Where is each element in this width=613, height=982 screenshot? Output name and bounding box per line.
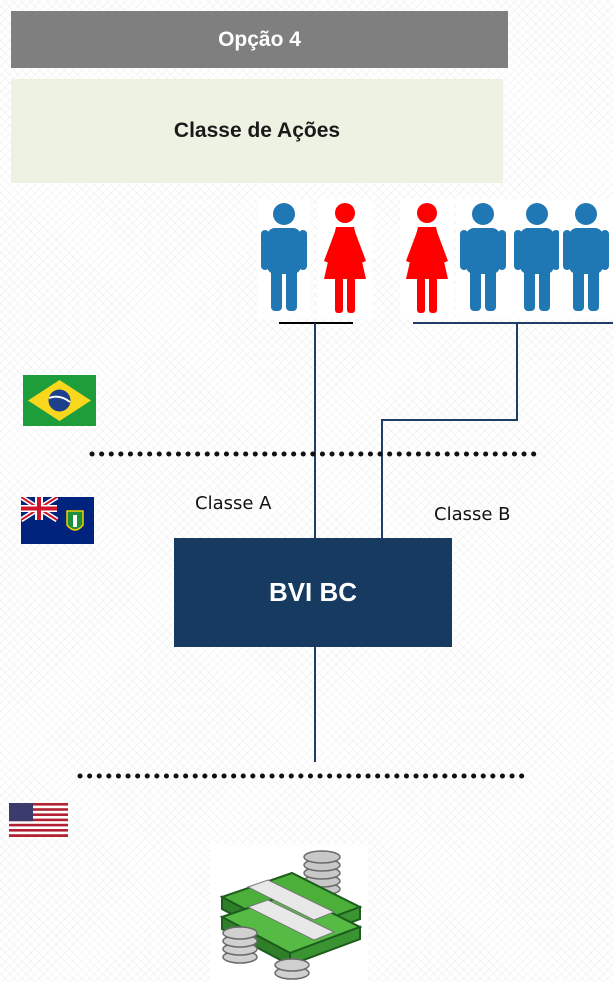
male-person-icon	[261, 203, 307, 311]
option-title: Opção 4	[218, 27, 301, 51]
share-class-panel: Classe de Ações	[11, 79, 503, 183]
class-a-label: Classe A	[195, 493, 272, 514]
class-b-connector	[381, 323, 518, 538]
shareholder-male-2	[456, 199, 510, 319]
class-b-label: Classe B	[434, 504, 511, 525]
male-person-icon	[563, 203, 609, 311]
shareholder-female-1	[318, 199, 372, 319]
male-person-icon	[514, 203, 560, 311]
bvi-company-label: BVI BC	[268, 577, 358, 607]
shareholder-female-2	[400, 199, 454, 319]
shareholder-male-3	[510, 199, 564, 319]
option-header: Opção 4	[11, 11, 508, 68]
shareholder-male-1	[257, 199, 311, 319]
shareholder-male-4	[559, 199, 613, 319]
female-person-icon	[406, 203, 448, 313]
brazil-flag	[23, 375, 96, 426]
share-class-title: Classe de Ações	[173, 119, 341, 142]
money-stack-icon	[210, 845, 368, 982]
bvi-company-box: BVI BC	[174, 538, 452, 647]
female-person-icon	[324, 203, 366, 313]
male-person-icon	[460, 203, 506, 311]
usa-flag	[9, 803, 68, 837]
bvi-flag	[21, 497, 94, 544]
